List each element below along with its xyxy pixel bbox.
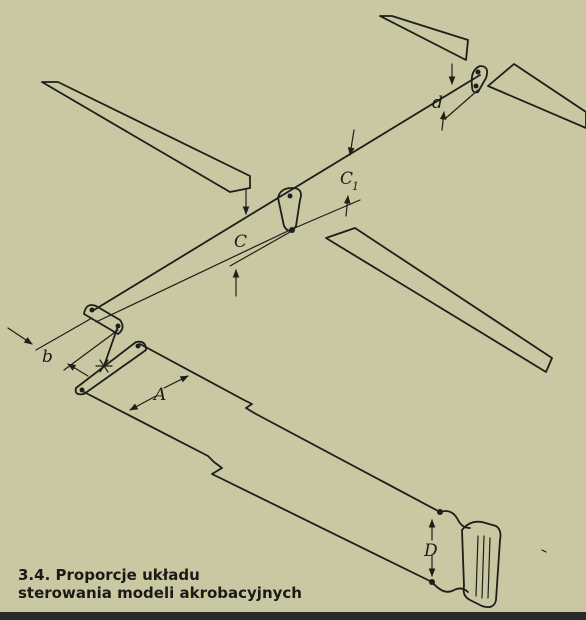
dimension-a — [129, 375, 189, 411]
control-lines — [83, 343, 441, 583]
leadout-bellcrank — [74, 304, 147, 396]
dimension-c — [229, 189, 291, 297]
dimension-d-small — [439, 63, 479, 131]
label-d-large: D — [423, 541, 438, 561]
elevator-horn — [470, 65, 489, 94]
figure-caption: 3.4. Proporcje układu sterowania modeli … — [18, 566, 302, 602]
caption-line-1: Proporcje układu — [55, 566, 200, 584]
caption-line-2: sterowania modeli akrobacyjnych — [18, 584, 302, 602]
stabilizer-lower — [487, 63, 586, 129]
caption-number: 3.4. — [18, 566, 51, 584]
label-b: b — [42, 347, 53, 367]
label-d-small: d — [432, 93, 443, 113]
dimension-c1 — [289, 129, 361, 231]
stray-tick — [541, 549, 547, 553]
dimension-b — [7, 317, 119, 377]
label-a: A — [152, 385, 166, 405]
stabilizer-upper — [379, 15, 469, 61]
control-handle — [429, 509, 502, 609]
right-wing — [325, 227, 553, 373]
label-c: C — [234, 232, 247, 252]
left-wing — [41, 81, 251, 193]
pushrod — [93, 74, 481, 323]
label-c1-subscript: 1 — [352, 180, 359, 193]
bottom-edge — [0, 612, 586, 620]
label-c1: C — [340, 169, 353, 189]
